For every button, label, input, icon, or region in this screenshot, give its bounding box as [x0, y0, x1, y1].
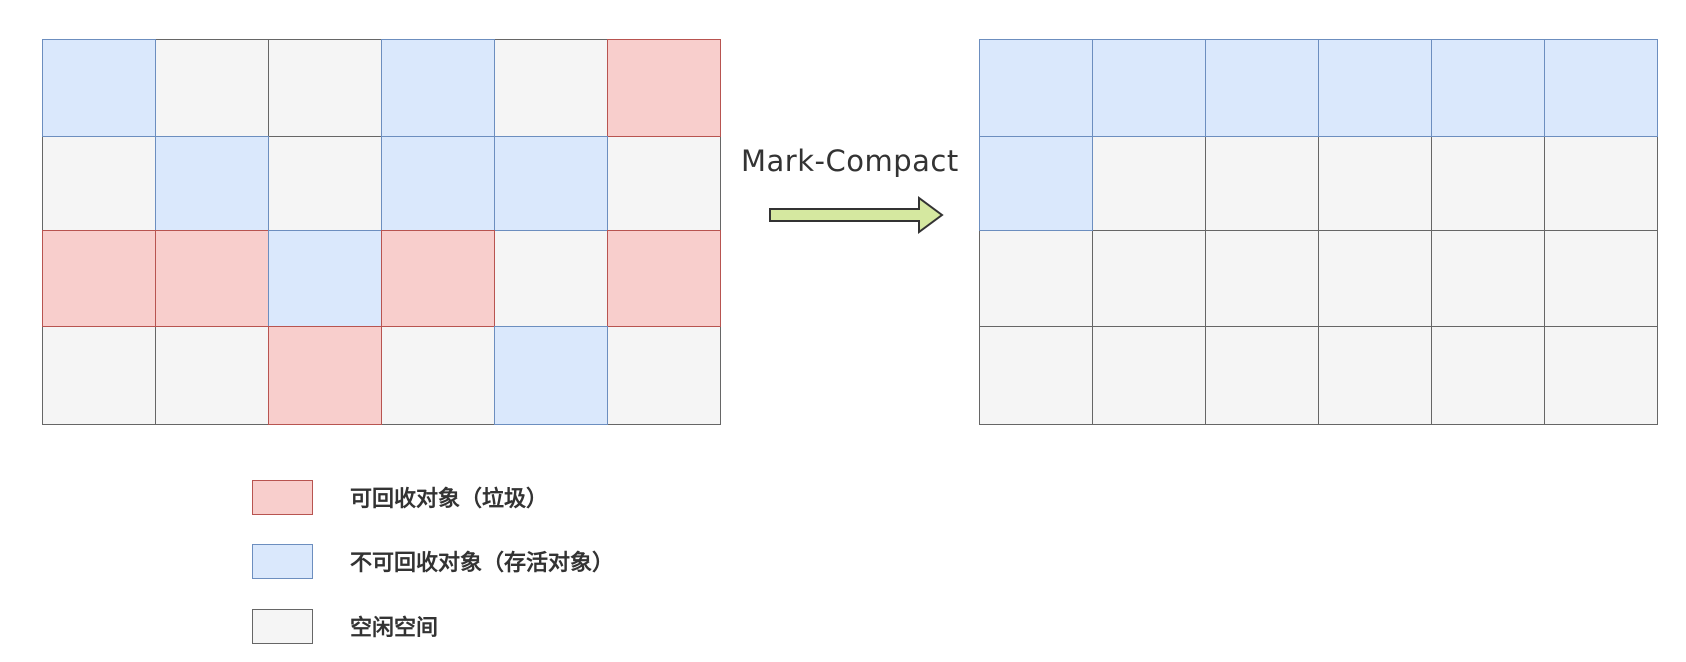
heap-after-cell-free [1543, 229, 1658, 327]
heap-after-cell-live [978, 135, 1093, 231]
heap-before-cell-free [606, 325, 721, 425]
heap-after-cell-live [978, 38, 1093, 137]
heap-after-cell-live [1543, 38, 1658, 137]
heap-after-cell-free [1204, 135, 1319, 231]
heap-before-cell-free [493, 229, 608, 327]
legend-swatch-free [252, 608, 313, 644]
heap-after-cell-free [1543, 135, 1658, 231]
heap-after-cell-free [1430, 325, 1545, 425]
heap-before-cell-free [41, 325, 156, 425]
heap-after-cell-live [1317, 38, 1432, 137]
heap-before-cell-garbage [41, 229, 156, 327]
heap-after-cell-free [1430, 229, 1545, 327]
heap-before-cell-live [493, 135, 608, 231]
heap-before-cell-free [154, 38, 269, 137]
heap-before-cell-live [41, 38, 156, 137]
heap-before-cell-live [380, 38, 495, 137]
heap-before-cell-garbage [606, 38, 721, 137]
heap-before-cell-free [267, 135, 382, 231]
heap-before-cell-free [380, 325, 495, 425]
heap-after-cell-free [1317, 135, 1432, 231]
legend-label-free: 空闲空间 [350, 616, 439, 641]
legend-item-free: 空闲空间 [252, 608, 438, 644]
legend-item-garbage: 可回收对象（垃圾） [252, 479, 548, 515]
heap-after-cell-free [978, 325, 1093, 425]
right-arrow-icon [769, 196, 944, 234]
heap-after-cell-free [1430, 135, 1545, 231]
heap-after-cell-free [1091, 325, 1206, 425]
heap-after-cell-free [1091, 229, 1206, 327]
heap-before-cell-live [154, 135, 269, 231]
heap-before-cell-free [493, 38, 608, 137]
heap-before-cell-free [41, 135, 156, 231]
heap-before-cell-garbage [267, 325, 382, 425]
heap-before-cell-garbage [606, 229, 721, 327]
heap-after-cell-free [1317, 325, 1432, 425]
legend-item-live: 不可回收对象（存活对象） [252, 543, 614, 579]
heap-before-cell-garbage [380, 229, 495, 327]
heap-before-cell-live [380, 135, 495, 231]
heap-before-cell-live [267, 229, 382, 327]
heap-after-cell-free [1091, 135, 1206, 231]
heap-before-grid [41, 38, 721, 425]
heap-before-cell-free [606, 135, 721, 231]
legend-swatch-garbage [252, 479, 313, 515]
heap-after-cell-free [1204, 229, 1319, 327]
heap-after-cell-free [1317, 229, 1432, 327]
heap-before-cell-live [493, 325, 608, 425]
heap-before-cell-garbage [154, 229, 269, 327]
heap-after-cell-free [1543, 325, 1658, 425]
heap-before-cell-free [154, 325, 269, 425]
legend-label-live: 不可回收对象（存活对象） [350, 551, 615, 576]
legend-swatch-live [252, 543, 313, 579]
legend-label-garbage: 可回收对象（垃圾） [350, 487, 549, 512]
heap-after-grid [978, 38, 1658, 425]
heap-after-cell-live [1430, 38, 1545, 137]
heap-after-cell-live [1091, 38, 1206, 137]
heap-after-cell-live [1204, 38, 1319, 137]
heap-before-cell-free [267, 38, 382, 137]
mark-compact-label: Mark-Compact [741, 144, 959, 178]
heap-after-cell-free [978, 229, 1093, 327]
heap-after-cell-free [1204, 325, 1319, 425]
